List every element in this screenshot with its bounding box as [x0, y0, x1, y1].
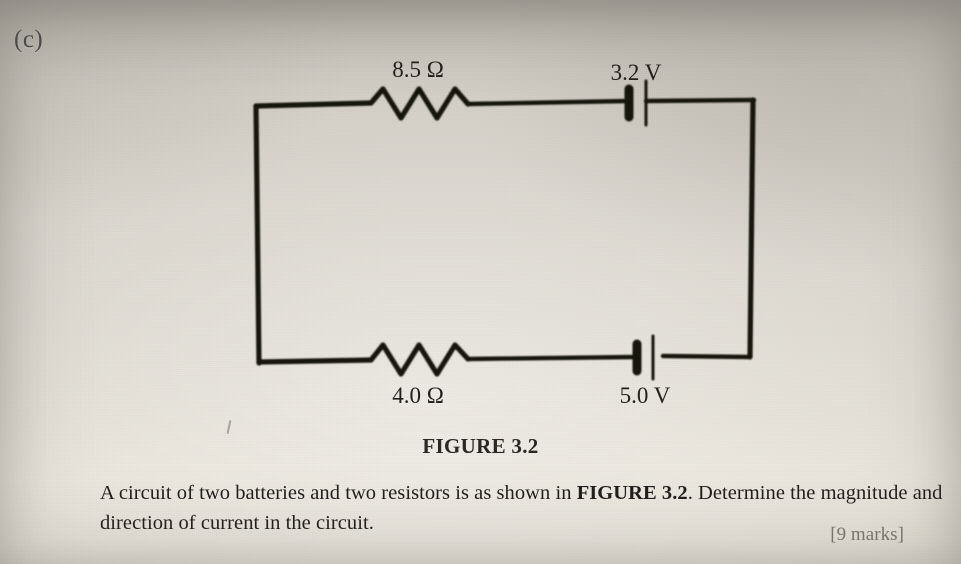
question-text: A circuit of two batteries and two resis… — [100, 478, 956, 545]
wire-top-right — [643, 97, 757, 104]
question-line1-part1: A circuit of two batteries and two resis… — [100, 482, 577, 504]
battery-3-2-volt-label: 3.2 V — [611, 60, 662, 85]
marks-allocation: [9 marks] — [830, 524, 904, 545]
wire-bottom-left — [256, 357, 374, 365]
question-line1-part2: . Determine the — [687, 482, 816, 504]
figure-caption: FIGURE 3.2 — [422, 434, 539, 458]
wire-bottom-middle — [465, 354, 639, 362]
circuit-diagram-svg: 8.5 Ω 3.2 V 4.0 Ω 5.0 V — [253, 57, 757, 408]
wire-right-side — [747, 97, 756, 360]
question-figure-reference: FIGURE 3.2 — [576, 482, 688, 504]
wire-top-left — [253, 100, 374, 109]
wire-left-side — [253, 103, 262, 366]
battery-5-0-volt-label: 5.0 V — [620, 383, 671, 408]
resistor-8-5-ohm-symbol — [368, 86, 471, 121]
circuit-diagram: 8.5 Ω 3.2 V 4.0 Ω 5.0 V — [253, 57, 757, 408]
wire-bottom-right — [660, 353, 753, 360]
resistor-4-0-ohm-label: 4.0 Ω — [392, 383, 444, 408]
question-part-label: (c) — [14, 26, 44, 53]
resistor-8-5-ohm-label: 8.5 Ω — [392, 57, 444, 82]
question-line2: magnitude and direction of current in th… — [100, 482, 943, 534]
wire-top-middle — [465, 98, 631, 107]
resistor-4-0-ohm-symbol — [368, 342, 471, 377]
